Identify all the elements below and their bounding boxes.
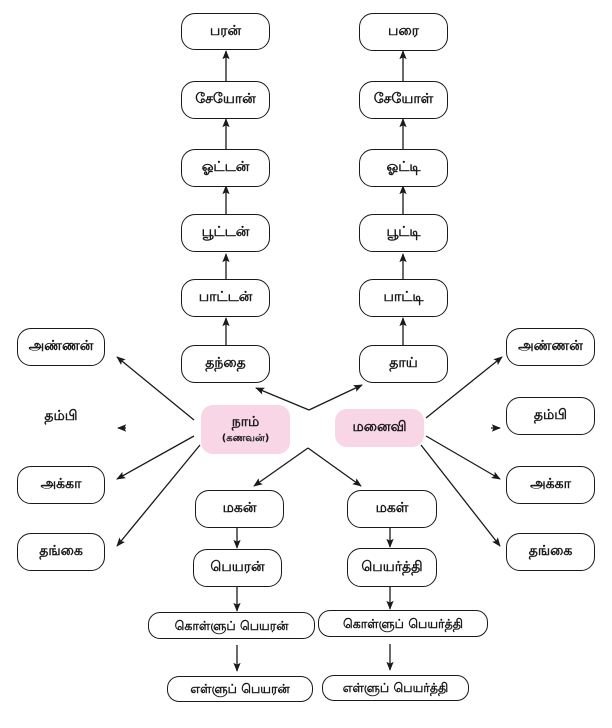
node-left-akka: அக்கா <box>17 466 105 504</box>
node-right-akka: அக்கா <box>506 466 595 504</box>
node-label: அக்கா <box>530 476 571 493</box>
node-seyon: சேயோன் <box>181 81 270 119</box>
arrow-manaivi-annan <box>425 356 503 419</box>
node-label: தம்பி <box>533 407 568 424</box>
node-thaai: தாய் <box>359 345 448 383</box>
node-otti: ஓட்டி <box>359 149 448 187</box>
node-paran: பரன் <box>181 13 270 50</box>
node-label: பாட்டன் <box>198 289 253 306</box>
node-label: சேயோன் <box>195 91 256 108</box>
node-label: ஓட்டன் <box>201 159 250 176</box>
node-label: பெயரன் <box>210 559 265 576</box>
node-poottan: பூட்டன் <box>181 214 270 252</box>
node-magal: மகள் <box>347 490 437 528</box>
node-label: மகன் <box>222 500 257 517</box>
arrow-naam-akka <box>116 435 195 480</box>
arrow-manaivi-akka <box>425 435 501 480</box>
arrow-naam-thangai <box>116 444 201 547</box>
arrow-couple-magan <box>253 447 309 487</box>
node-label: பெயர்த்தி <box>361 558 423 575</box>
node-label: பரை <box>388 23 419 40</box>
node-label: ஓட்டி <box>386 159 421 176</box>
node-seyol: சேயோள் <box>359 81 448 119</box>
node-label: பூட்டி <box>386 224 421 241</box>
node-left-thangai: தங்கை <box>17 533 105 571</box>
node-label: அண்ணன் <box>28 338 94 355</box>
node-label: நாம் <box>231 413 260 430</box>
node-label: அக்கா <box>40 476 82 493</box>
node-label: தம்பி <box>44 408 78 425</box>
node-peyaran: பெயரன் <box>193 549 282 587</box>
node-label: கொள்ளுப் பெயர்த்தி <box>343 615 463 631</box>
node-label: எள்ளுப் பெயரன் <box>190 681 290 697</box>
node-label: அண்ணன் <box>518 338 583 355</box>
node-label: பரன் <box>209 22 242 39</box>
node-label: கொள்ளுப் பெயரன் <box>174 617 289 633</box>
arrow-manaivi-thangai <box>420 444 501 547</box>
node-label: சேயோள் <box>373 91 434 108</box>
arrow-couple-thanthai <box>255 387 310 411</box>
node-label: மகள் <box>375 500 409 517</box>
arrow-couple-magal <box>307 447 362 487</box>
node-left-annan: அண்ணன் <box>17 328 105 366</box>
node-ellu-peyarthi: எள்ளுப் பெயர்த்தி <box>322 675 469 701</box>
node-label: எள்ளுப் பெயர்த்தி <box>342 680 449 696</box>
node-label: தாய் <box>389 355 418 372</box>
arrow-naam-annan <box>116 356 195 421</box>
node-ottan: ஓட்டன் <box>181 149 270 187</box>
node-kollu-peyaran: கொள்ளுப் பெயரன் <box>148 612 315 639</box>
node-label: தந்தை <box>205 355 246 372</box>
arrow-couple-thaai <box>308 384 363 411</box>
node-manaivi: மனைவி <box>335 409 424 447</box>
node-right-annan: அண்ணன் <box>506 328 595 366</box>
node-paattan: பாட்டன் <box>181 279 270 317</box>
node-label: மனைவி <box>352 419 407 436</box>
node-thanthai: தந்தை <box>181 345 270 383</box>
node-kollu-peyarthi: கொள்ளுப் பெயர்த்தி <box>318 610 488 637</box>
node-naam: நாம் (கணவன்) <box>201 405 290 454</box>
node-paatti: பாட்டி <box>359 279 448 317</box>
node-peyarthi: பெயர்த்தி <box>347 548 437 587</box>
node-right-thambi: தம்பி <box>506 397 595 435</box>
node-parai: பரை <box>359 13 448 51</box>
node-label: பாட்டி <box>383 289 424 306</box>
node-label: தங்கை <box>39 543 83 560</box>
node-sublabel: (கணவன்) <box>221 433 270 445</box>
node-left-thambi: தம்பி <box>17 398 105 436</box>
node-ellu-peyaran: எள்ளுப் பெயரன் <box>167 676 313 702</box>
node-label: பூட்டன் <box>201 224 250 241</box>
node-right-thangai: தங்கை <box>506 533 595 571</box>
node-magan: மகன் <box>195 490 284 528</box>
node-pootti: பூட்டி <box>359 214 448 252</box>
node-label: தங்கை <box>528 543 573 560</box>
